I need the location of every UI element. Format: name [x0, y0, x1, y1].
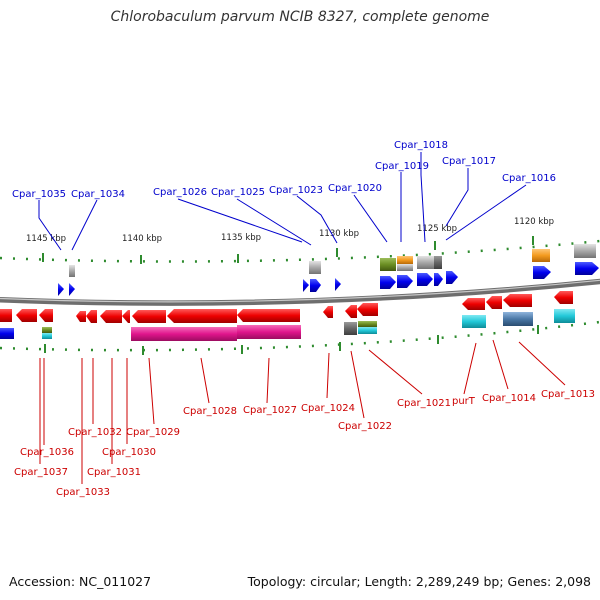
top-gene-labels: Cpar_1035 Cpar_1034 Cpar_1026 Cpar_1025 …: [12, 140, 556, 200]
label-cpar-1025: Cpar_1025: [211, 187, 265, 198]
gene-cpar-1022: [345, 305, 357, 318]
label-cpar-1020: Cpar_1020: [328, 183, 382, 194]
inner-tick-ring: [0, 320, 600, 352]
gene-purT: [462, 298, 485, 310]
feature-gray-1023: [309, 261, 321, 274]
label-cpar-1013: Cpar_1013: [541, 389, 595, 400]
gene-cpar-1014b: [503, 294, 532, 307]
scale-label-1145: 1145 kbp: [26, 234, 66, 244]
accession-text: Accession: NC_011027: [9, 574, 152, 589]
label-cpar-1029: Cpar_1029: [126, 427, 180, 438]
feature-dark-1022: [344, 322, 357, 335]
forward-genes: [58, 262, 599, 296]
gene-forward-1018: [417, 273, 433, 286]
label-cpar-1019: Cpar_1019: [375, 161, 429, 172]
gene-cpar-1014: [486, 296, 502, 309]
bottom-gene-labels: Cpar_1036 Cpar_1037 Cpar_1033 Cpar_1032 …: [14, 389, 595, 498]
gene-cpar-1031: [100, 310, 122, 323]
feature-gray-small: [69, 265, 75, 277]
feature-magenta-1028: [131, 327, 237, 341]
label-cpar-1017: Cpar_1017: [442, 156, 496, 167]
label-cpar-1023: Cpar_1023: [269, 185, 323, 196]
gene-forward-1017: [434, 273, 443, 286]
gene-reverse-left: [0, 309, 12, 322]
gene-reverse-small: [76, 311, 86, 322]
gene-forward-1017b: [446, 271, 458, 284]
gene-forward-1020a: [380, 276, 396, 289]
gene-cpar-1030: [122, 310, 130, 323]
major-ticks: [42, 236, 539, 355]
scale-labels: 1145 kbp 1140 kbp 1135 kbp 1130 kbp 1125…: [26, 217, 554, 244]
feature-cyan-purT: [462, 315, 486, 328]
lower-features: [0, 309, 575, 341]
genome-backbone: [0, 278, 600, 306]
feature-cyan-1021: [358, 327, 377, 334]
label-cpar-1030: Cpar_1030: [102, 447, 156, 458]
gene-cpar-1037: [39, 309, 53, 322]
gene-forward-1023: [335, 278, 341, 291]
label-cpar-1021: Cpar_1021: [397, 398, 451, 409]
gene-cpar-1032: [86, 310, 97, 323]
feature-orange-1016: [532, 249, 550, 262]
label-cpar-1034: Cpar_1034: [71, 189, 125, 200]
feature-steel-1014: [503, 312, 533, 326]
gene-cpar-1027: [237, 309, 300, 322]
gene-cpar-1024: [323, 306, 333, 318]
top-leader-lines: [38, 152, 527, 251]
feature-gray-1019: [397, 264, 413, 271]
scale-label-1135: 1135 kbp: [221, 233, 261, 243]
outer-tick-ring: [0, 239, 600, 263]
genome-summary-text: Topology: circular; Length: 2,289,249 bp…: [247, 574, 591, 589]
feature-blue-left: [0, 328, 14, 339]
feature-gray-1018: [417, 256, 434, 269]
gene-forward-1026: [303, 279, 309, 292]
gene-forward-1020b: [397, 275, 413, 288]
label-purT: purT: [452, 396, 476, 407]
label-cpar-1027: Cpar_1027: [243, 405, 297, 416]
label-cpar-1036: Cpar_1036: [20, 447, 74, 458]
label-cpar-1037: Cpar_1037: [14, 467, 68, 478]
feature-cyan-1013: [554, 309, 575, 323]
label-cpar-1033: Cpar_1033: [56, 487, 110, 498]
label-cpar-1035: Cpar_1035: [12, 189, 66, 200]
label-cpar-1024: Cpar_1024: [301, 403, 355, 414]
bottom-leader-lines: [39, 339, 566, 484]
gene-cpar-1034: [69, 283, 75, 296]
feature-cyan-1037: [42, 333, 52, 339]
feature-magenta-1027: [237, 325, 301, 339]
scale-label-1125: 1125 kbp: [417, 224, 457, 234]
label-cpar-1028: Cpar_1028: [183, 406, 237, 417]
feature-olive-1021: [358, 321, 377, 327]
label-cpar-1016: Cpar_1016: [502, 173, 556, 184]
genome-backbone-highlight: [0, 279, 600, 303]
gene-cpar-1028: [167, 309, 237, 323]
upper-features: [69, 244, 596, 277]
label-cpar-1022: Cpar_1022: [338, 421, 392, 432]
gene-cpar-1029: [132, 310, 166, 323]
scale-label-1120: 1120 kbp: [514, 217, 554, 227]
label-cpar-1026: Cpar_1026: [153, 187, 207, 198]
gene-cpar-1013: [554, 291, 573, 304]
feature-olive-1037: [42, 327, 52, 333]
scale-label-1130: 1130 kbp: [319, 229, 359, 239]
gene-cpar-1035: [58, 283, 64, 296]
gene-cpar-1021: [357, 303, 378, 316]
label-cpar-1032: Cpar_1032: [68, 427, 122, 438]
gene-forward-right: [575, 262, 599, 275]
feature-olive-1020: [380, 258, 396, 271]
gene-cpar-1036: [16, 309, 37, 322]
label-cpar-1031: Cpar_1031: [87, 467, 141, 478]
feature-gray-right: [574, 244, 596, 258]
label-cpar-1014: Cpar_1014: [482, 393, 536, 404]
gene-forward-1025: [310, 279, 321, 292]
feature-orange-1019: [397, 256, 413, 264]
scale-label-1140: 1140 kbp: [122, 234, 162, 244]
feature-dark-1017: [434, 256, 442, 269]
map-title: Chlorobaculum parvum NCIB 8327, complete…: [110, 9, 490, 25]
label-cpar-1018: Cpar_1018: [394, 140, 448, 151]
reverse-genes: [0, 291, 573, 323]
gene-forward-1016: [533, 266, 551, 279]
